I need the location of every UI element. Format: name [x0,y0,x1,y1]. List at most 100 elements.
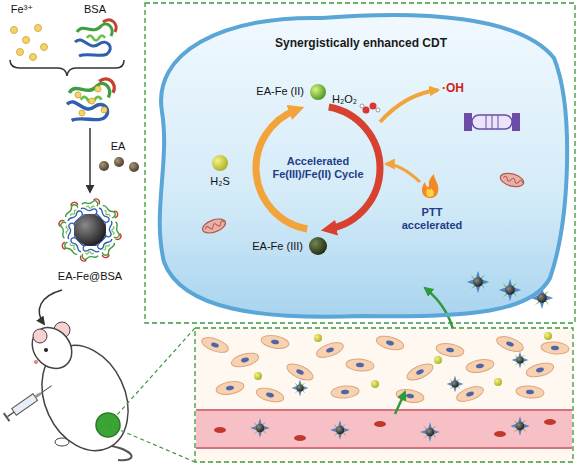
mouse [44,348,48,352]
tumor-cells [455,384,485,405]
tumor-cells [465,358,495,375]
mouse [112,446,132,460]
tumor-cells [495,334,525,355]
compound-label: EA [111,140,126,153]
fire-icon [422,174,438,198]
h2s-spheres [254,332,552,388]
protein-label: BSA [84,3,106,16]
iron-ions [11,27,18,34]
step-arrow [89,128,91,192]
ea-molecules [114,157,124,167]
cycle-arc [329,107,380,229]
handshake-icon [498,115,499,129]
tumor-cells [405,361,435,384]
tissue-nanoparticles [292,380,309,397]
h2s-sphere [212,155,228,171]
tumor-cells [200,334,570,405]
tumor-cells [516,385,545,399]
ion-label: Fe³⁺ [11,3,33,16]
handshake-icon [464,113,472,131]
cycle-label: Accelerated Fe(III)/Fe(II) Cycle [268,155,368,181]
cycle-ring: Accelerated Fe(III)/Fe(II) Cycle [256,106,380,230]
nanoparticle [59,199,121,261]
tumor-cells [346,358,375,372]
nanoparticle-label: EA-Fe@BSA [58,270,122,283]
fire-icon [422,174,438,198]
h2s-spheres [314,334,322,342]
nanoparticle [74,214,106,246]
iron-ions [11,25,48,61]
cell-membrane [160,15,567,317]
mouse [24,320,80,377]
syringe [40,386,51,394]
syringe [3,382,55,422]
mouse [24,320,144,465]
iron-ions [41,44,48,51]
tumor-cells [375,334,405,353]
nanoparticle [59,221,75,239]
h2s-spheres [544,332,552,340]
iron-ions [23,37,30,44]
tumor-cells [255,386,285,405]
cell-body [160,15,567,317]
zoom-frame [145,3,575,323]
mouse [33,329,47,343]
entering-nanoparticles [467,271,489,293]
bound-iron [95,86,101,92]
bsa-protein [75,20,116,56]
blood-vessel [544,419,556,425]
blood-vessel [196,410,572,448]
injection-arrow [39,290,62,324]
handshake-icon [464,113,520,131]
tissue-nanoparticles [512,352,529,369]
nanoparticle [81,199,99,215]
tumor-cells [215,380,245,397]
tumor-cells [435,342,465,359]
species-label: H₂S [210,175,230,188]
mitochondrion [499,171,525,189]
tumor-cells [230,351,260,370]
blood-vessel [510,416,530,436]
h2o2-molecule [360,104,364,108]
syringe [7,412,14,417]
tissue-inset [195,328,573,462]
h2s-spheres [494,378,502,386]
handshake-icon [486,115,487,129]
h2o2-molecule [370,103,377,110]
mouse [34,360,38,364]
species-label: EA-Fe (III) [252,240,303,253]
iron-ions [35,25,42,32]
blood-vessel [214,427,226,433]
blood-vessel [374,421,386,427]
fe2-sphere [310,84,326,100]
ea-molecules [99,161,109,171]
tumor-cells [200,335,230,356]
nanoparticle [81,245,99,261]
ptt-label: PTT accelerated [397,206,467,232]
cell-title: Synergistically enhanced CDT [148,36,574,50]
blood-vessel [420,422,440,442]
species-label: EA-Fe (II) [256,85,304,98]
tumor-cells [525,361,555,380]
nanoparticle [105,221,121,239]
handshake-icon [512,113,520,131]
h2s-spheres [254,372,262,380]
h2s-spheres [371,380,379,388]
h2o2-molecule [376,108,380,112]
cell-outline-shape [148,6,574,322]
bound-iron [101,107,107,113]
species-label: H₂O₂ [332,93,357,106]
iron-ions [17,49,24,56]
iron-ions [30,54,37,61]
brace [10,60,124,76]
fire-icon [426,188,434,197]
tissue-nanoparticles [447,376,464,393]
blood-vessel [294,435,306,441]
ea-molecules [99,157,139,172]
blood-vessel [494,431,506,437]
ea-molecules [129,162,139,172]
tumor-cells [541,341,570,355]
bound-iron [79,110,85,116]
tumor-cells [260,334,290,351]
